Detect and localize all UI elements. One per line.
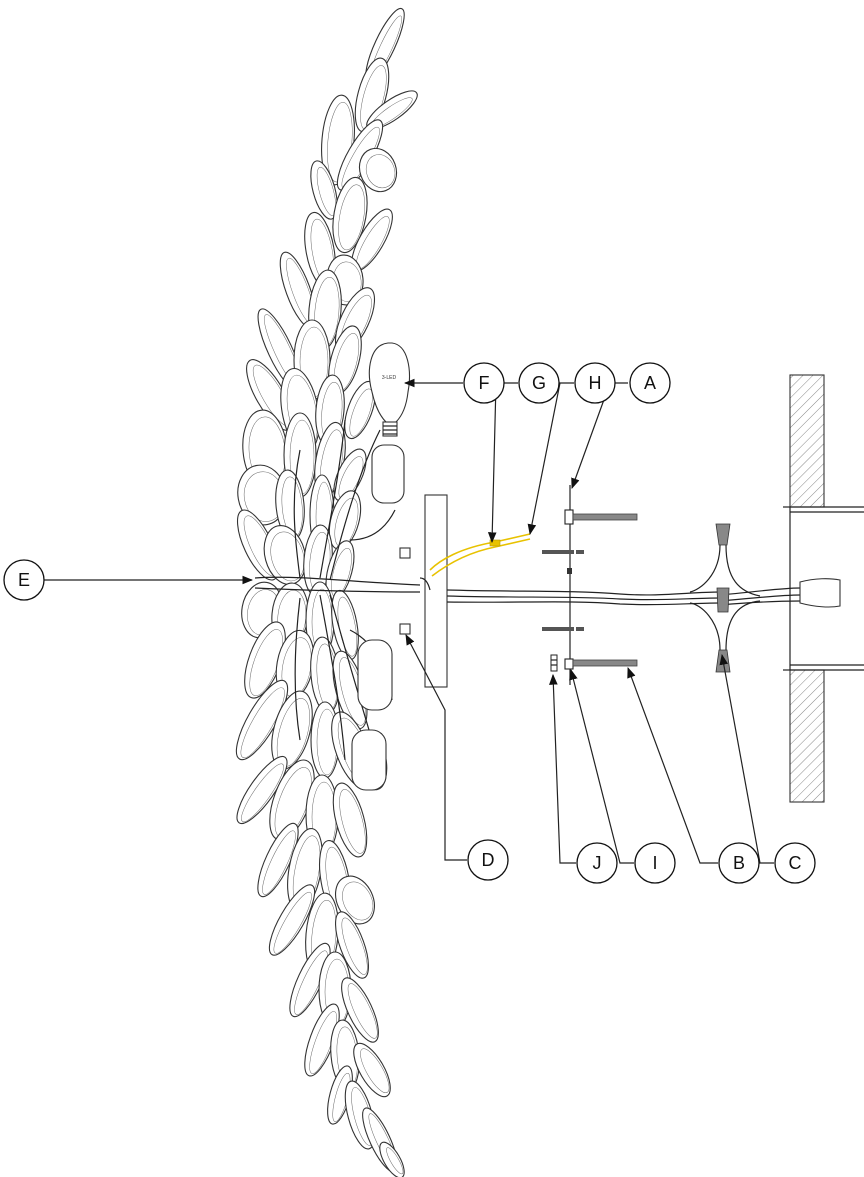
leaf bbox=[379, 1141, 405, 1177]
callout-j-label: J bbox=[593, 853, 602, 873]
bracket-screw-1 bbox=[542, 550, 574, 554]
ceiling-junction-box bbox=[783, 374, 864, 803]
canopy-screw-upper bbox=[399, 547, 411, 559]
callout-c-label: C bbox=[789, 853, 802, 873]
mounting-screw-lower bbox=[572, 659, 638, 667]
callout-h-label: H bbox=[589, 373, 602, 393]
leaf-contour bbox=[349, 388, 373, 437]
callout-e-label: E bbox=[18, 570, 30, 590]
leaf-contour bbox=[270, 531, 305, 582]
leaf-contour bbox=[327, 102, 353, 183]
callout-j: J bbox=[576, 842, 618, 884]
connector-middle bbox=[716, 587, 730, 613]
leaf-contour bbox=[241, 763, 284, 823]
leaf-contour bbox=[339, 789, 366, 854]
canopy-screw-lower bbox=[399, 623, 411, 635]
callout-b-label: B bbox=[733, 853, 745, 873]
leaf bbox=[310, 160, 338, 220]
leaf bbox=[353, 1042, 391, 1098]
callout-d-label: D bbox=[482, 850, 495, 870]
leaf-contour bbox=[316, 166, 337, 216]
leaf bbox=[332, 176, 368, 254]
leaf bbox=[341, 977, 379, 1043]
nut bbox=[550, 654, 558, 672]
ceiling-lower bbox=[789, 669, 825, 803]
canopy-plate bbox=[399, 494, 448, 688]
canopy bbox=[424, 494, 448, 688]
callout-f-label: F bbox=[479, 373, 490, 393]
callout-b: B bbox=[718, 842, 760, 884]
callout-f: F bbox=[463, 362, 505, 404]
bolt-head-upper bbox=[564, 509, 574, 525]
callout-i: I bbox=[634, 842, 676, 884]
ceiling-upper bbox=[789, 374, 825, 508]
leaf-contour bbox=[338, 184, 366, 251]
leaf-contour bbox=[342, 881, 374, 921]
leaf bbox=[335, 875, 375, 925]
bolt-head-lower bbox=[564, 658, 574, 670]
leaf-contour bbox=[386, 1147, 404, 1175]
callouts: F G H A E D J I bbox=[3, 362, 816, 884]
callout-g: G bbox=[518, 362, 560, 404]
led-bulb: 3-LED bbox=[368, 342, 410, 437]
upper-socket bbox=[371, 444, 405, 504]
callout-c: C bbox=[774, 842, 816, 884]
callout-a-label: A bbox=[644, 373, 656, 393]
cable-sheath bbox=[799, 578, 841, 608]
leaf-contour bbox=[273, 891, 312, 954]
chandelier-stems bbox=[254, 419, 421, 761]
mounting-screw-upper bbox=[572, 513, 638, 521]
callout-i-label: I bbox=[652, 853, 657, 873]
callout-a: A bbox=[629, 362, 671, 404]
callout-e: E bbox=[3, 559, 45, 601]
bulb-label: 3-LED bbox=[382, 375, 397, 381]
leaf-contour bbox=[341, 917, 368, 975]
supply-wires bbox=[446, 587, 801, 606]
leaf bbox=[358, 147, 398, 193]
callout-g-label: G bbox=[532, 373, 546, 393]
connector-upper bbox=[715, 523, 731, 546]
leaf-contour bbox=[365, 154, 396, 189]
bracket-screw-2 bbox=[542, 627, 574, 631]
bulb-sockets bbox=[351, 444, 405, 791]
callout-d: D bbox=[467, 839, 509, 881]
leaf-contour bbox=[240, 687, 285, 758]
leaf bbox=[335, 911, 369, 979]
chandelier-leaves bbox=[235, 7, 418, 1177]
leaf bbox=[236, 755, 288, 825]
mounting-hardware bbox=[542, 485, 638, 685]
leaf bbox=[268, 884, 316, 956]
leaf-contour bbox=[262, 830, 296, 895]
leaf bbox=[257, 822, 299, 898]
lower-socket-2 bbox=[351, 729, 387, 791]
leaf-contour bbox=[360, 1048, 390, 1093]
leaf-contour bbox=[294, 950, 328, 1015]
leaf bbox=[332, 782, 368, 858]
lower-socket-1 bbox=[357, 639, 393, 711]
callout-h: H bbox=[574, 362, 616, 404]
leaf-contour bbox=[347, 983, 378, 1039]
leader-lines bbox=[43, 378, 774, 864]
